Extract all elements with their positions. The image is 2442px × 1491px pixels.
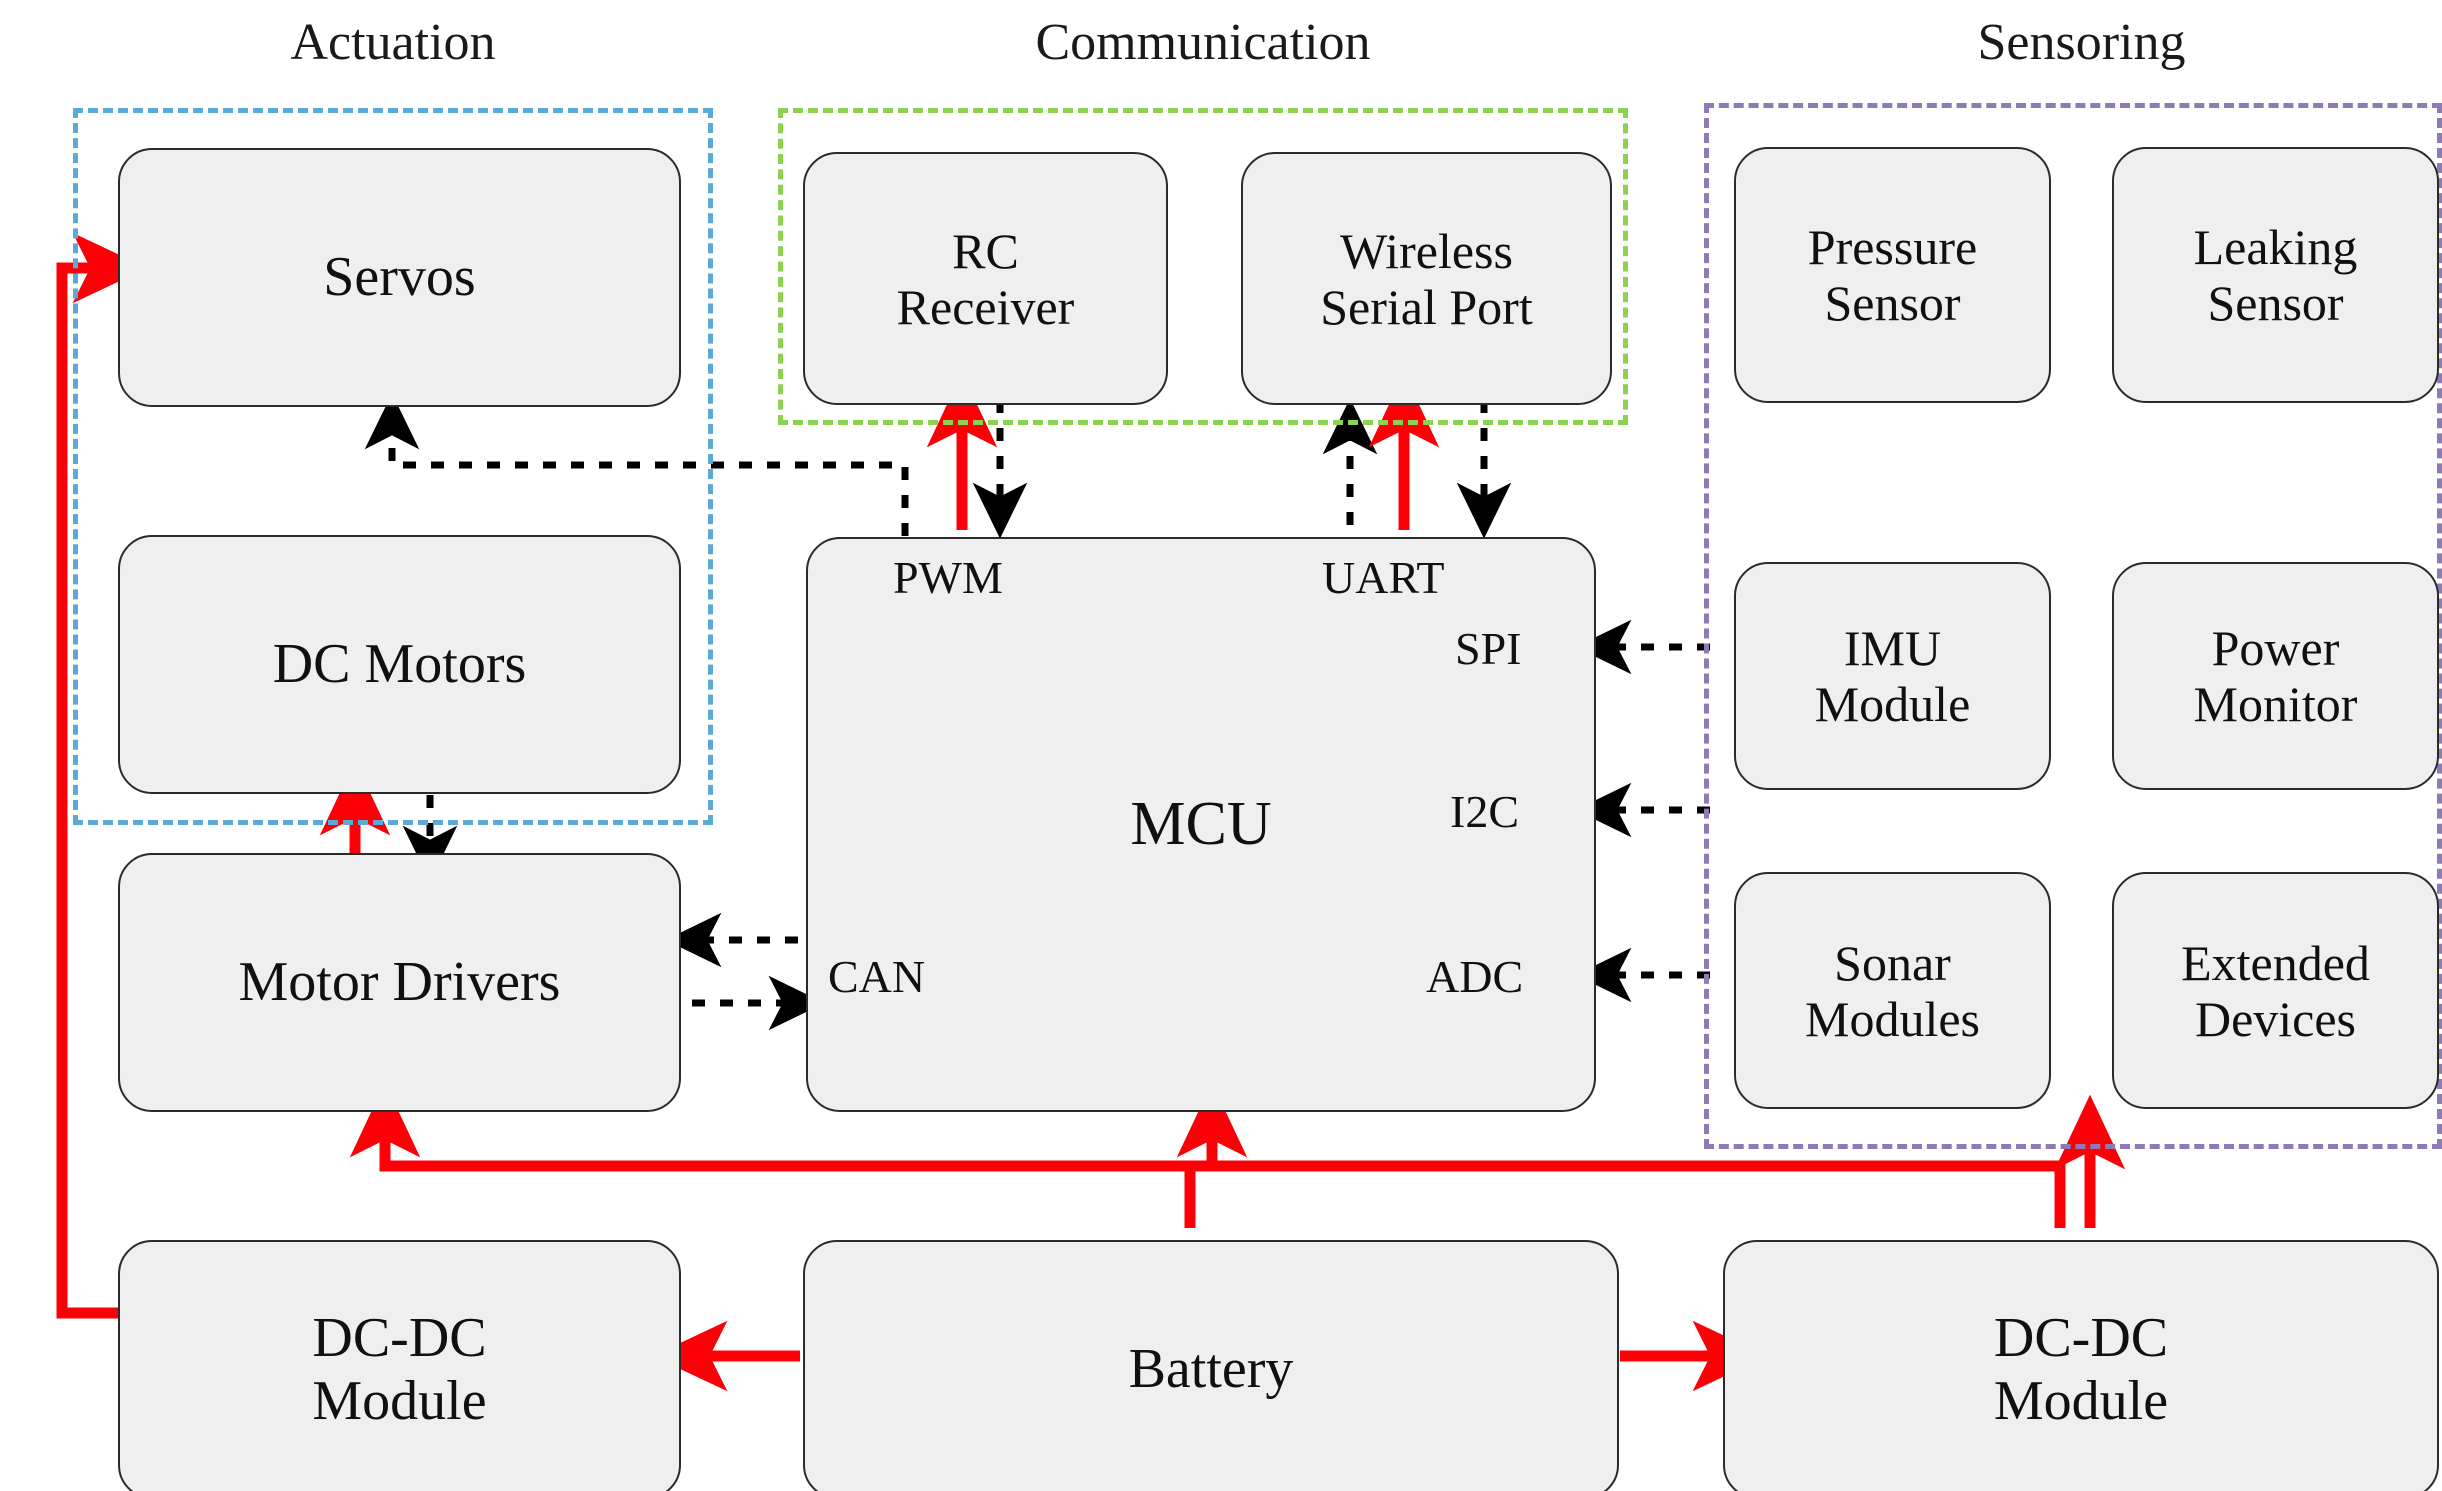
node-label-dc-motors: DC Motors: [272, 633, 527, 696]
node-label-battery: Battery: [1128, 1338, 1294, 1401]
node-label-imu-module: IMU Module: [1814, 620, 1971, 732]
group-title-sensoring: Sensoring: [1977, 14, 2186, 71]
node-label-motor-drivers: Motor Drivers: [238, 951, 561, 1014]
node-motor-drivers[interactable]: Motor Drivers: [118, 853, 681, 1112]
node-rc-receiver[interactable]: RC Receiver: [803, 152, 1168, 405]
group-box-actuation: [73, 108, 713, 825]
node-label-rc-receiver: RC Receiver: [896, 222, 1075, 335]
mcu-port-adc: ADC: [1426, 951, 1524, 1002]
node-imu-module[interactable]: IMU Module: [1734, 562, 2051, 790]
wire-bus-to-motor-drivers: [349, 1082, 1190, 1172]
node-power-monitor[interactable]: Power Monitor: [2112, 562, 2439, 790]
node-sonar-modules[interactable]: Sonar Modules: [1734, 872, 2051, 1109]
node-battery[interactable]: Battery: [803, 1240, 1619, 1491]
wire-battery-to-mcu: [1176, 1082, 1248, 1228]
node-label-sonar-modules: Sonar Modules: [1805, 934, 1980, 1047]
node-pressure-sensor[interactable]: Pressure Sensor: [1734, 147, 2051, 403]
node-dc-motors[interactable]: DC Motors: [118, 535, 681, 794]
group-title-communication: Communication: [1035, 14, 1371, 71]
node-label-mcu: MCU: [1130, 789, 1272, 858]
node-label-extended-devices: Extended Devices: [2181, 934, 2370, 1047]
node-dcdc-module-right[interactable]: DC-DC Module: [1723, 1240, 2439, 1491]
node-wireless-serial-port[interactable]: Wireless Serial Port: [1241, 152, 1612, 405]
power-wires: [56, 232, 2126, 1392]
group-box-sensoring: [1704, 103, 2442, 1149]
mcu-port-uart: UART: [1322, 552, 1445, 603]
node-label-servos: Servos: [323, 246, 476, 309]
group-title-actuation: Actuation: [290, 14, 496, 71]
node-leaking-sensor[interactable]: Leaking Sensor: [2112, 147, 2439, 403]
node-label-wireless-serial-port: Wireless Serial Port: [1320, 222, 1533, 335]
node-label-pressure-sensor: Pressure Sensor: [1807, 219, 1978, 331]
wire-bus-to-sensoring: [1190, 1160, 2066, 1228]
node-mcu[interactable]: MCU: [806, 537, 1596, 1112]
node-label-leaking-sensor: Leaking Sensor: [2193, 219, 2358, 331]
node-label-dcdc-module-right: DC-DC Module: [1993, 1306, 2169, 1432]
mcu-port-i2c: I2C: [1450, 786, 1519, 837]
mcu-port-can: CAN: [828, 951, 926, 1002]
node-dcdc-module-left[interactable]: DC-DC Module: [118, 1240, 681, 1491]
node-extended-devices[interactable]: Extended Devices: [2112, 872, 2439, 1109]
signal-wires: [364, 393, 1710, 1031]
mcu-port-spi: SPI: [1455, 623, 1522, 674]
group-box-communication: [778, 108, 1628, 425]
node-label-dcdc-module-left: DC-DC Module: [312, 1306, 487, 1432]
node-servos[interactable]: Servos: [118, 148, 681, 407]
wire-mcu-to-servos: [364, 393, 909, 536]
mcu-port-pwm: PWM: [893, 552, 1003, 603]
wire-dcdc-left-to-servos: [56, 232, 148, 1319]
node-label-power-monitor: Power Monitor: [2193, 620, 2358, 732]
